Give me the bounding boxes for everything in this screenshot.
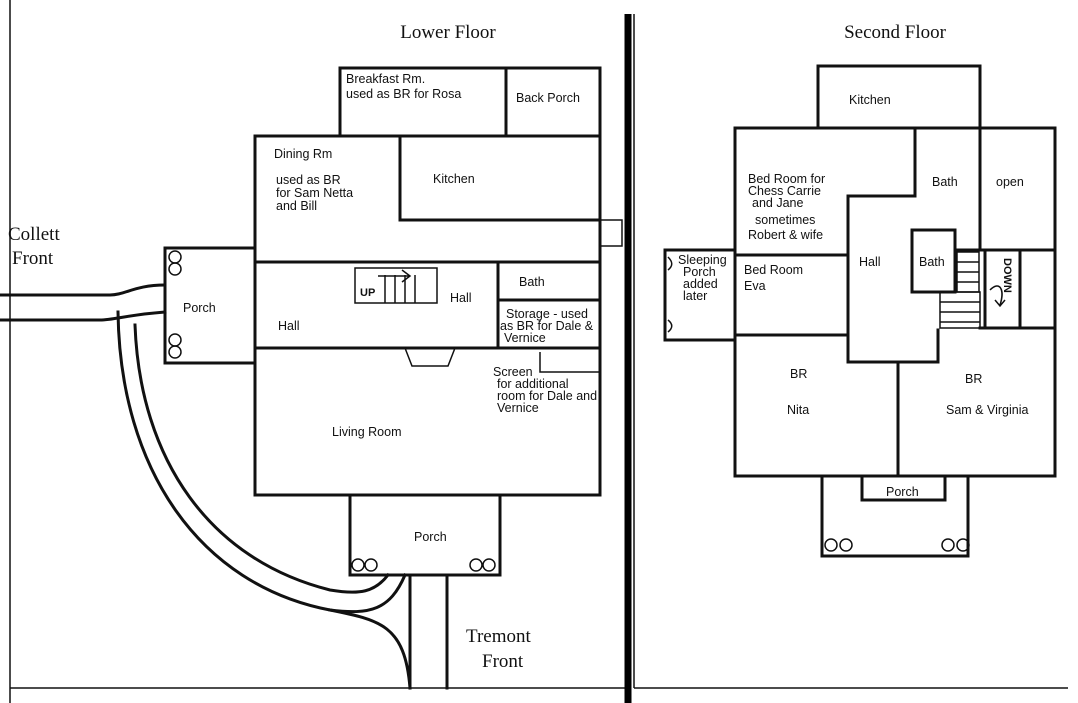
porch-column [469, 558, 483, 572]
porch-column [941, 538, 955, 552]
upper-hall-label: Hall [859, 255, 881, 269]
back-porch-label: Back Porch [516, 91, 580, 105]
curved-walk-inner [133, 323, 391, 594]
upper-porch-roof [820, 474, 970, 558]
down-arrow-icon [989, 285, 1006, 308]
porch-column [824, 538, 838, 552]
second-floor-plan: DOWN Kitchen Bed Room for Chess Carrie a… [663, 64, 1057, 558]
breakfast-room-label: Breakfast Rm. [346, 72, 425, 86]
front-porch-label: Porch [414, 530, 447, 544]
svg-text:BR Sam & Virginia: BR Sam & Virginia [946, 372, 1028, 417]
stair-up-label: UP [360, 287, 375, 299]
svg-text:Dining Rm used as BR: Dining Rm used as BR for Sam Netta and B… [274, 147, 357, 213]
side-porch-walls [163, 246, 257, 365]
svg-text:Bed Room Eva: Bed Room Eva [744, 263, 807, 293]
sam-bedroom-label: BR [965, 372, 982, 386]
upper-small-bath-label: Bath [919, 255, 945, 269]
sleeping-porch-walls [663, 248, 737, 342]
lower-floor-title: Lower Floor [400, 22, 496, 43]
nita-bedroom-label: BR [790, 367, 807, 381]
living-room-label: Living Room [332, 425, 401, 439]
eva-bedroom-label: Bed Room [744, 263, 803, 277]
upper-house-walls [733, 126, 1057, 478]
upper-kitchen-walls [816, 64, 982, 130]
upper-kitchen-label: Kitchen [849, 93, 891, 107]
porch-column [351, 558, 365, 572]
kitchen-label: Kitchen [433, 172, 475, 186]
upper-hall-walls [846, 194, 940, 364]
collett-street-label: Collett [8, 224, 60, 245]
porch-column [168, 250, 182, 264]
storage-label: Storage - used [506, 307, 588, 321]
collett-walk-upper [0, 283, 167, 297]
svg-text:Screen for additional: Screen for additional room for Dale and … [493, 365, 601, 415]
hall-center-label: Hall [450, 291, 472, 305]
upper-porch-label: Porch [886, 485, 919, 499]
tremont-street-label: Tremont [466, 626, 531, 647]
upper-stair-lower [939, 291, 981, 329]
lower-floor-plan: UP Breakfast Rm. used as BR for Rosa Bac… [0, 66, 623, 690]
upper-bath-label: Bath [932, 175, 958, 189]
porch-column [364, 558, 378, 572]
svg-text:Breakfast Rm. used as BR: Breakfast Rm. used as BR for Rosa [346, 72, 461, 101]
lower-stair [354, 267, 438, 304]
dining-room-note: used as BR [276, 173, 341, 187]
sleeping-porch-label: Sleeping [678, 253, 727, 267]
porch-column [168, 345, 182, 359]
side-porch-label: Porch [183, 301, 216, 315]
svg-text:Tremont Front: Tremont Front [466, 626, 536, 672]
stair-arrow-icon [378, 269, 412, 283]
porch-column [482, 558, 496, 572]
svg-text:Storage - used as BR for: Storage - used as BR for Dale & Vernice [500, 307, 597, 345]
porch-column [956, 538, 970, 552]
bath-label: Bath [519, 275, 545, 289]
porch-column [839, 538, 853, 552]
svg-text:Collett Front: Collett Front [8, 224, 64, 269]
breakfast-room-note: used as BR for Rosa [346, 87, 461, 101]
second-floor-title: Second Floor [844, 22, 947, 43]
porch-column [168, 333, 182, 347]
fireplace [404, 347, 456, 367]
curved-walk-outer [116, 310, 407, 614]
dining-room-label: Dining Rm [274, 147, 332, 161]
front-porch-walls [348, 493, 502, 577]
down-label: DOWN [1001, 258, 1013, 293]
kitchen-walls [398, 134, 602, 222]
upper-porch-walls [860, 474, 947, 502]
porch-column [168, 262, 182, 276]
main-house-walls [253, 134, 602, 497]
chess-bedroom-label: Bed Room for [748, 172, 825, 186]
svg-text:Sleeping Porch add: Sleeping Porch added later [678, 253, 730, 303]
hall-left-label: Hall [278, 319, 300, 333]
breakfast-room-walls [338, 66, 602, 138]
kitchen-bump-out [599, 219, 623, 247]
screen-label: Screen [493, 365, 533, 379]
collett-walk-lower [0, 310, 167, 322]
screen-line [539, 352, 600, 373]
svg-text:BR Nita: BR Nita [787, 367, 811, 417]
walk-join [328, 608, 412, 690]
svg-text:Bed Room for Chess Carri: Bed Room for Chess Carrie and Jane somet… [748, 172, 829, 242]
open-label: open [996, 175, 1024, 189]
